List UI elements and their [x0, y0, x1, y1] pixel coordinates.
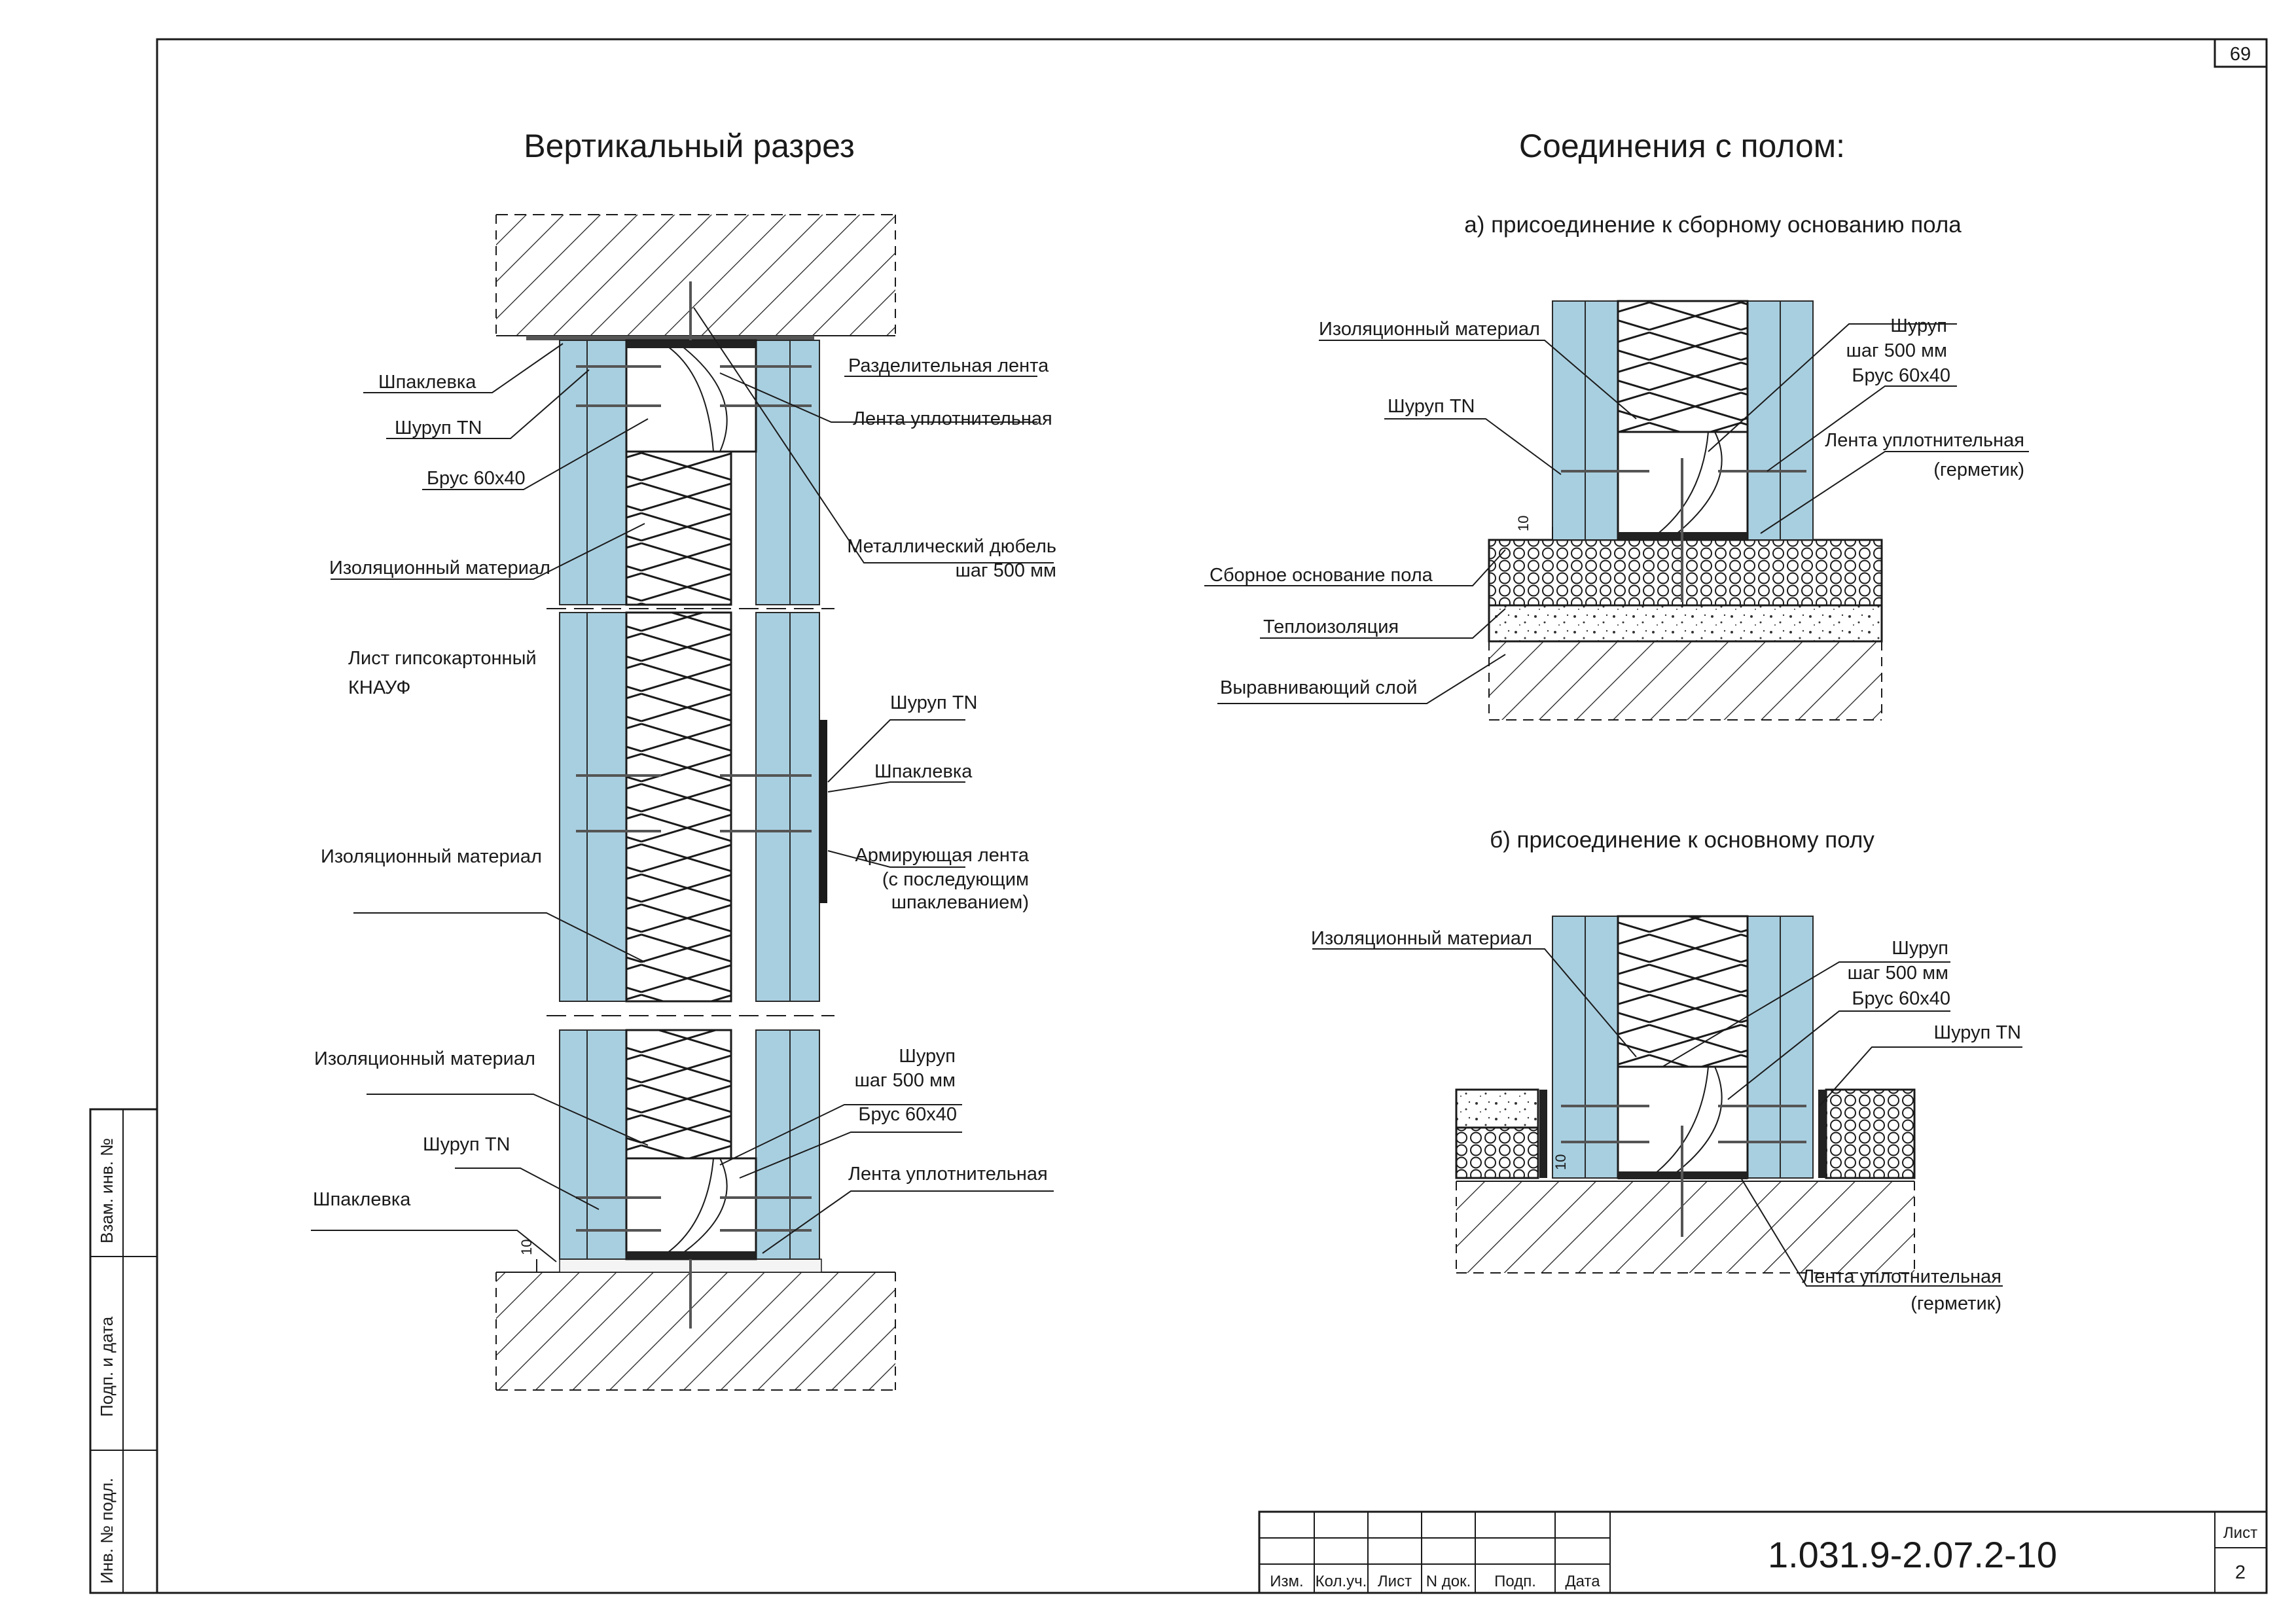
label-a-vyr: Выравнивающий слой — [1220, 677, 1417, 698]
label-shpaklevka-1: Шпаклевка — [378, 372, 476, 393]
label-brus-2: Брус 60х40 — [858, 1104, 957, 1125]
label-shpaklevka-2: Шпаклевка — [874, 761, 973, 782]
main-floor-slab — [1456, 1181, 1914, 1273]
label-b-lenta-1: Лента уплотнительная — [1802, 1266, 2001, 1287]
label-izol-1: Изоляционный материал — [329, 558, 550, 579]
label-b-brus: Брус 60х40 — [1852, 988, 1950, 1009]
label-b-shurup-2: шаг 500 мм — [1848, 963, 1948, 984]
sheet-frame — [156, 38, 2268, 1594]
vertical-section: 10 Шпаклевка Шуруп TN Брус 60х40 Изоляци… — [311, 214, 1056, 1391]
label-a-teplo: Теплоизоляция — [1263, 616, 1399, 637]
title-a: а) присоединение к сборному основанию по… — [1464, 212, 1962, 238]
label-a-shurup-1: Шуруп — [1890, 315, 1947, 336]
title-b: б) присоединение к основному полу — [1490, 827, 1874, 853]
wall-bottom-segment — [559, 1029, 820, 1260]
title-block: Изм. Кол.уч. Лист N док. Подп. Дата 1.03… — [1258, 1510, 2268, 1594]
leveling-layer — [1489, 641, 1882, 720]
label-shurup-1: Шуруп — [899, 1046, 956, 1067]
label-shpaklevka-3: Шпаклевка — [313, 1189, 411, 1210]
side-stamp: Взам. инв. № Подп. и дата Инв. № подл. — [89, 1108, 158, 1594]
stamp-col-data: Дата — [1565, 1573, 1600, 1590]
label-a-brus: Брус 60х40 — [1852, 365, 1950, 386]
label-izol-2: Изоляционный материал — [321, 846, 542, 867]
label-arm-2: (с последующим — [882, 869, 1029, 890]
screws-left — [576, 281, 812, 1329]
thermal-insulation — [1488, 604, 1883, 643]
dim-10-a: 10 — [1515, 516, 1532, 531]
sheet-number-box — [2214, 38, 2268, 68]
label-b-shurup-tn: Шуруп TN — [1934, 1022, 2021, 1043]
label-razd-lenta: Разделительная лента — [848, 355, 1049, 376]
dim-10-b: 10 — [1552, 1154, 1569, 1170]
joint-b: 10 Изоляционный материал Шуруп шаг 500 м… — [1311, 915, 2022, 1314]
joint-a: 10 Изоляционный материал Шуруп TN Шуруп … — [1204, 300, 2029, 721]
label-arm-1: Армирующая лента — [855, 845, 1029, 866]
title-floor-joints: Соединения с полом: — [1519, 128, 1845, 164]
label-a-shurup-tn: Шуруп TN — [1388, 396, 1475, 417]
title-vertical-section: Вертикальный разрез — [524, 128, 855, 164]
side-stamp-inv: Инв. № подл. — [97, 1478, 117, 1584]
wall-middle-segment — [559, 611, 827, 1003]
label-a-izol: Изоляционный материал — [1319, 319, 1540, 340]
stamp-col-list: Лист — [1378, 1573, 1412, 1590]
drawing-code: 1.031.9-2.07.2-10 — [1768, 1534, 2057, 1575]
list-value: 2 — [2235, 1562, 2246, 1583]
label-dubel-2: шаг 500 мм — [956, 560, 1056, 581]
label-arm-3: шпаклеванием) — [891, 892, 1029, 913]
label-lenta-upl-2: Лента уплотнительная — [848, 1164, 1048, 1185]
floor-slab — [496, 1272, 895, 1390]
ceiling-slab — [496, 215, 895, 336]
label-a-osnov: Сборное основание пола — [1210, 565, 1433, 586]
stamp-col-ndok: N док. — [1426, 1573, 1471, 1590]
side-stamp-podp: Подп. и дата — [97, 1316, 117, 1417]
label-list-gkl-1: Лист гипсокартонный — [348, 648, 537, 669]
label-izol-3: Изоляционный материал — [314, 1048, 535, 1069]
label-a-lenta-2: (герметик) — [1933, 459, 2024, 480]
side-stamp-vzam: Взам. инв. № — [97, 1138, 117, 1243]
stamp-col-izm: Изм. — [1270, 1573, 1303, 1590]
label-list-gkl-2: КНАУФ — [348, 677, 410, 698]
list-label: Лист — [2223, 1524, 2257, 1542]
label-b-izol: Изоляционный материал — [1311, 928, 1532, 949]
label-dubel-1: Металлический дюбель — [847, 536, 1056, 557]
label-shurup-tn-2: Шуруп TN — [890, 692, 977, 713]
label-shurup-2: шаг 500 мм — [855, 1070, 956, 1091]
label-a-lenta-1: Лента уплотнительная — [1825, 430, 2024, 451]
label-b-shurup-1: Шуруп — [1892, 938, 1948, 959]
prefab-floor-base — [1488, 539, 1883, 607]
wall-top-segment — [559, 339, 820, 606]
label-b-lenta-2: (герметик) — [1910, 1293, 2001, 1314]
label-brus-1: Брус 60х40 — [427, 468, 526, 489]
label-shurup-tn-3: Шуруп TN — [423, 1134, 510, 1155]
stamp-col-podp: Подп. — [1494, 1573, 1536, 1590]
stamp-col-koluch: Кол.уч. — [1316, 1573, 1367, 1590]
label-a-shurup-2: шаг 500 мм — [1846, 340, 1947, 361]
leaders-left — [311, 307, 1054, 1262]
label-lenta-upl-1: Лента уплотнительная — [853, 408, 1052, 429]
dim-10-left: 10 — [518, 1240, 535, 1255]
sheet-number-top: 69 — [2230, 44, 2251, 65]
label-shurup-tn-1: Шуруп TN — [395, 418, 482, 438]
